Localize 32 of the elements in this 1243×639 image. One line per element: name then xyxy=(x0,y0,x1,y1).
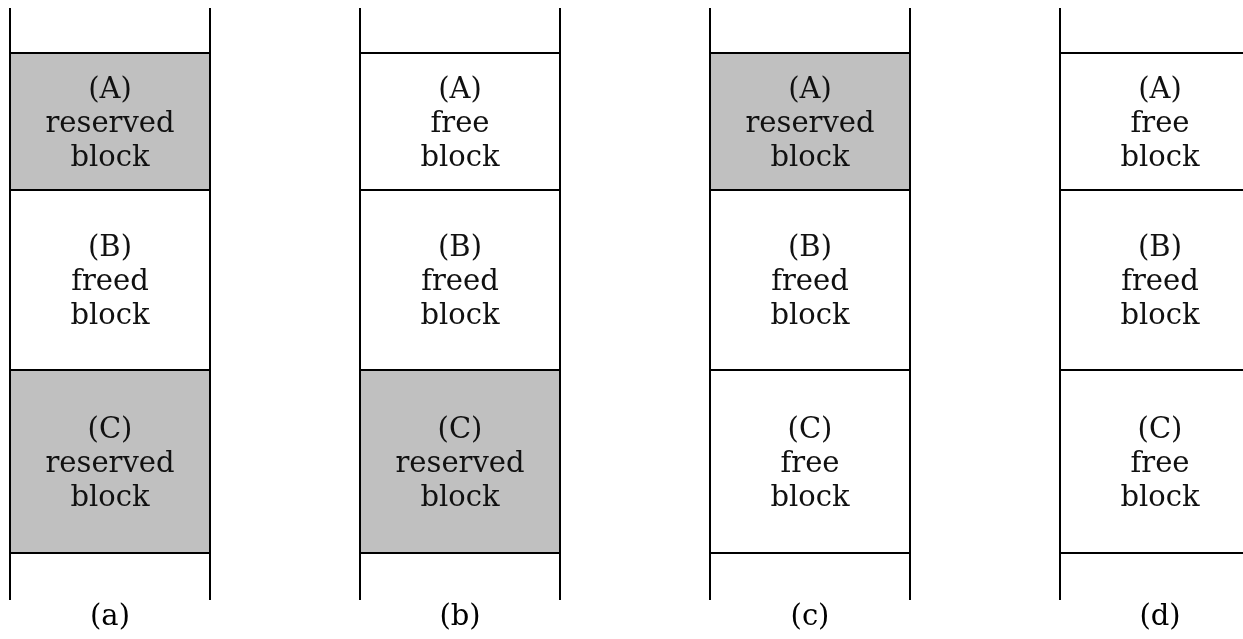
block-letter: (C) xyxy=(87,410,133,445)
block-letter: (B) xyxy=(88,229,132,263)
block-status: free block xyxy=(770,444,850,513)
block-letter: (C) xyxy=(1137,410,1183,445)
block-status: freed block xyxy=(70,263,150,331)
panel-label: (d) xyxy=(1138,598,1182,632)
memory-block xyxy=(361,369,559,554)
block-status: freed block xyxy=(770,263,850,331)
block-letter: (A) xyxy=(88,70,132,105)
block-status: free block xyxy=(420,104,500,173)
block-status: reserved block xyxy=(745,104,875,173)
panel-label: (c) xyxy=(789,598,831,632)
block-letter: (B) xyxy=(438,229,482,263)
block-status: free block xyxy=(1120,444,1200,513)
block-status: freed block xyxy=(1120,263,1200,331)
block-letter: (C) xyxy=(787,410,833,445)
memory-block xyxy=(11,369,209,554)
panel-label: (b) xyxy=(438,598,482,632)
memory-block xyxy=(711,52,909,191)
block-status: freed block xyxy=(420,263,500,331)
block-letter: (C) xyxy=(437,410,483,445)
block-letter: (A) xyxy=(438,70,482,105)
block-status: free block xyxy=(1120,104,1200,173)
block-letter: (B) xyxy=(1138,229,1182,263)
block-status: reserved block xyxy=(45,104,175,173)
block-status: reserved block xyxy=(45,444,175,513)
block-status: reserved block xyxy=(395,444,525,513)
block-letter: (A) xyxy=(788,70,832,105)
memory-block xyxy=(11,52,209,191)
block-letter: (A) xyxy=(1138,70,1182,105)
block-letter: (B) xyxy=(788,229,832,263)
panel-label: (a) xyxy=(89,598,131,632)
